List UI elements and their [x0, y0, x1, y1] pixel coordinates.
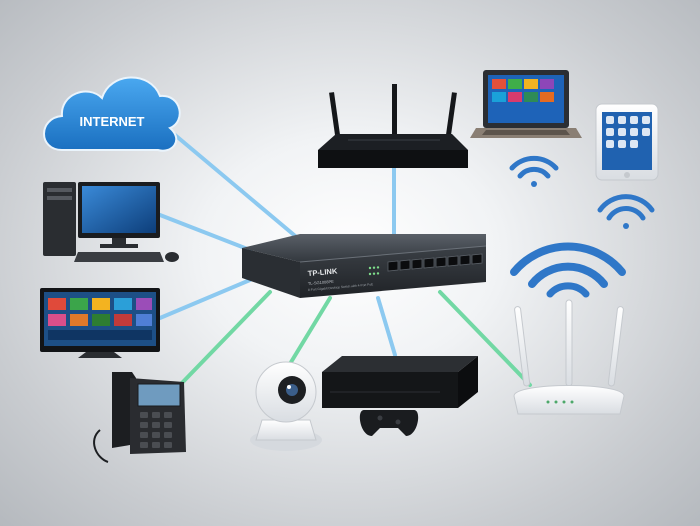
- link-console: [376, 296, 397, 357]
- router[interactable]: [318, 84, 468, 168]
- ip-phone[interactable]: [93, 372, 186, 463]
- laptop-icon: [470, 70, 582, 138]
- game-console[interactable]: [322, 356, 478, 436]
- access-point[interactable]: [513, 299, 625, 415]
- wifi-icon: [597, 194, 655, 213]
- link-tv: [158, 278, 252, 320]
- switch-ports: [387, 253, 483, 272]
- link-internet: [173, 133, 302, 242]
- wifi-signal-tablet: [597, 194, 655, 229]
- camera-icon: [250, 361, 322, 451]
- tablet-icon: [595, 103, 659, 181]
- cloud-label: INTERNET: [80, 114, 145, 129]
- internet-cloud[interactable]: INTERNET: [43, 76, 181, 152]
- access-point-icon: [513, 299, 625, 415]
- console-icon: [322, 356, 478, 436]
- router-icon: [318, 84, 468, 168]
- wifi-icon: [509, 155, 559, 171]
- switch-model: TL-SG1008PE: [308, 279, 335, 286]
- link-phone: [178, 290, 272, 387]
- wifi-signal-access-point: [510, 242, 626, 298]
- link-desktop: [158, 213, 252, 252]
- network-switch[interactable]: TP-LINK TL-SG1008PE 8-Port Gigabit Deskt…: [242, 234, 487, 298]
- link-camera: [283, 296, 332, 374]
- desktop-icon: [43, 182, 179, 262]
- switch-icon: [242, 234, 487, 298]
- laptop[interactable]: [470, 70, 582, 138]
- wifi-signal-laptop: [509, 155, 559, 187]
- desktop-computer[interactable]: [43, 182, 179, 262]
- smart-tv[interactable]: [40, 288, 160, 358]
- switch-brand: TP-LINK: [307, 266, 338, 278]
- phone-icon: [93, 372, 186, 463]
- connection-lines: [158, 133, 532, 387]
- tablet[interactable]: [595, 103, 659, 181]
- wifi-icon: [510, 242, 626, 276]
- ip-camera[interactable]: [250, 361, 322, 451]
- link-access-point: [438, 290, 532, 387]
- switch-subtitle: 8-Port Gigabit Desktop Switch with 4-Por…: [308, 282, 374, 292]
- cloud-icon: [43, 76, 181, 152]
- tv-icon: [40, 288, 160, 358]
